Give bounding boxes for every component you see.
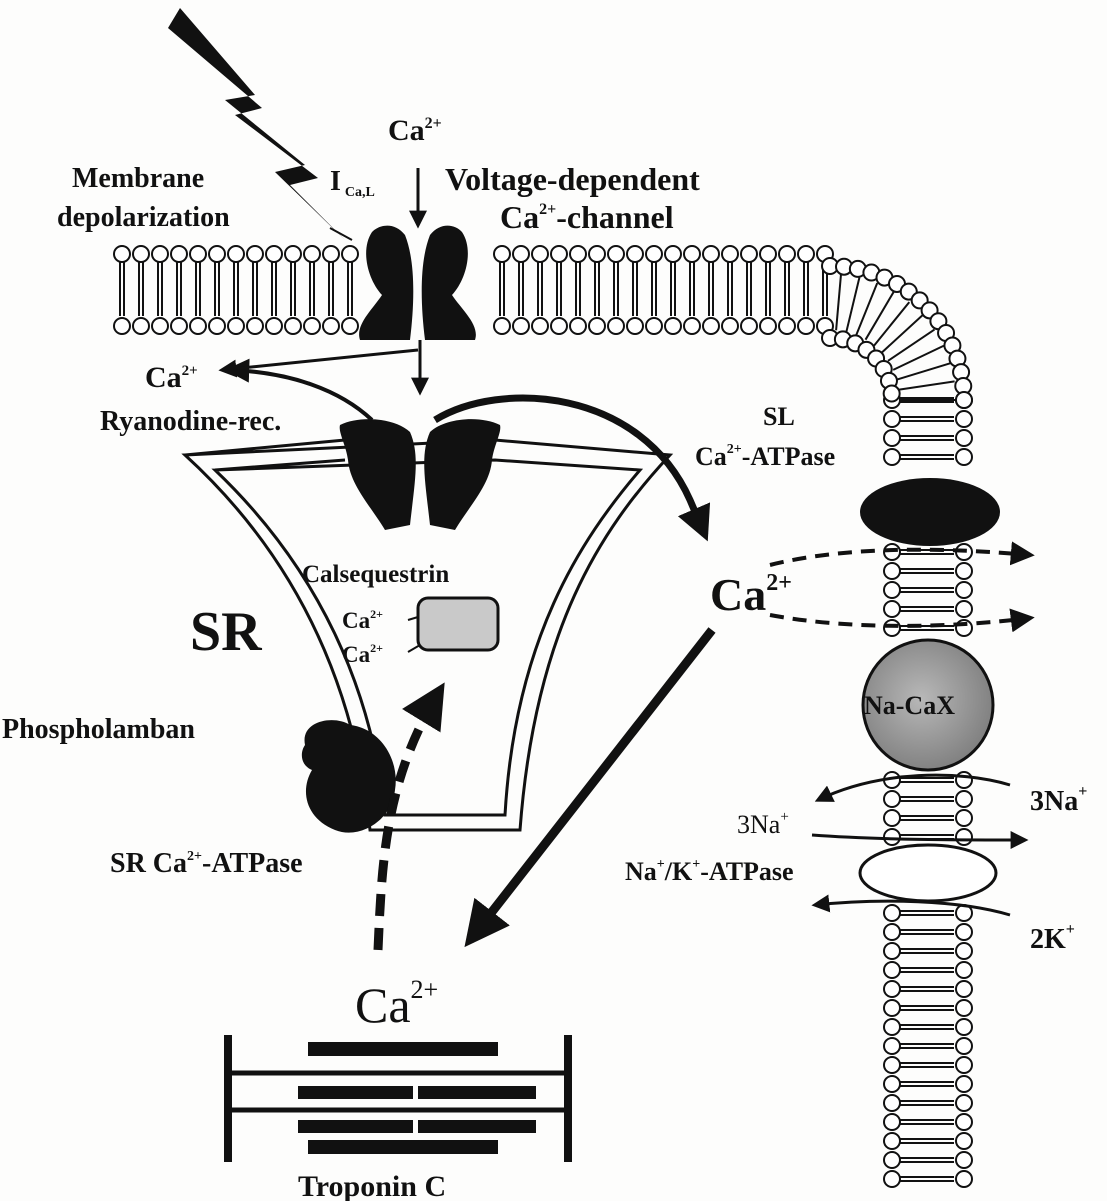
ca-mid-label: Ca2+ [710, 569, 792, 620]
lipid-head [209, 246, 225, 262]
calsequestrin-box [418, 598, 498, 650]
sl-ca-atpase [860, 478, 1000, 546]
ryanodine-receptor-left [340, 419, 416, 530]
ca-left-label: Ca2+ [145, 361, 198, 394]
lipid-head [741, 246, 757, 262]
lipid-head [684, 246, 700, 262]
lipid-head [798, 246, 814, 262]
na3-right-label: 3Na+ [1030, 783, 1087, 817]
lipid-head [342, 246, 358, 262]
lipid-head [190, 246, 206, 262]
sr-label: SR [190, 601, 262, 663]
na3-left-label: 3Na+ [737, 809, 789, 839]
voltage-dependent-ca-channel-left [359, 226, 413, 340]
lipid-head [646, 246, 662, 262]
k-influx-arrow [815, 901, 1010, 915]
lipid-head [304, 246, 320, 262]
lipid-head [551, 246, 567, 262]
lipid-head [779, 246, 795, 262]
vdcc-label-2: Ca2+-channel [500, 199, 674, 235]
lipid-head [266, 246, 282, 262]
cell-membrane-horizontal [114, 246, 833, 334]
lipid-head [589, 246, 605, 262]
ryanodine-receptor-right [424, 419, 500, 530]
sr-atpase-uptake-arrow [378, 690, 440, 950]
phospholamban-blob [302, 720, 396, 832]
lipid-head [665, 246, 681, 262]
lipid-head [171, 246, 187, 262]
cell-membrane-corner [822, 258, 972, 408]
lipid-head [513, 246, 529, 262]
membrane-depolarization-leader [330, 228, 352, 240]
lipid-head [494, 246, 510, 262]
ca-top-label: Ca2+ [388, 114, 442, 147]
membrane-depolarization-label-1: Membrane [72, 163, 204, 194]
lipid-head [703, 246, 719, 262]
lipid-head [247, 246, 263, 262]
ca-left-arrow [222, 350, 418, 370]
vdcc-label-1: Voltage-dependent [445, 161, 700, 197]
lipid-head [627, 246, 643, 262]
nacax-label: Na-CaX [864, 691, 955, 720]
sl-ca-atpase-label: Ca2+-ATPase [695, 442, 835, 471]
lipid-head [228, 246, 244, 262]
na-k-atpase-label: Na+/K+-ATPase [625, 857, 794, 886]
k2-label: 2K+ [1030, 921, 1075, 955]
lipid-head [608, 246, 624, 262]
lipid-head [323, 246, 339, 262]
sr-ca-atpase-label: SR Ca2+-ATPase [110, 848, 303, 879]
calsequestrin-ca-2: Ca2+ [342, 641, 383, 667]
lipid-head [114, 246, 130, 262]
membrane-depolarization-label-2: depolarization [57, 202, 230, 233]
sl-label: SL [763, 402, 795, 431]
lipid-head [532, 246, 548, 262]
lipid-head [152, 246, 168, 262]
voltage-dependent-ca-channel-right [422, 226, 476, 340]
troponin-c-sarcomere [228, 1035, 568, 1162]
lipid-head [570, 246, 586, 262]
troponin-c-label: Troponin C [298, 1170, 446, 1201]
calsequestrin-label: Calsequestrin [302, 561, 449, 588]
phospholamban-label: Phospholamban [2, 714, 195, 745]
ryanodine-receptor-label: Ryanodine-rec. [100, 406, 281, 437]
lipid-head [285, 246, 301, 262]
lipid-head [133, 246, 149, 262]
calsequestrin-ca-1: Ca2+ [342, 607, 383, 633]
na-k-atpase [860, 845, 996, 901]
lipid-head [760, 246, 776, 262]
ca-bottom-label: Ca2+ [355, 975, 438, 1033]
lipid-head [722, 246, 738, 262]
